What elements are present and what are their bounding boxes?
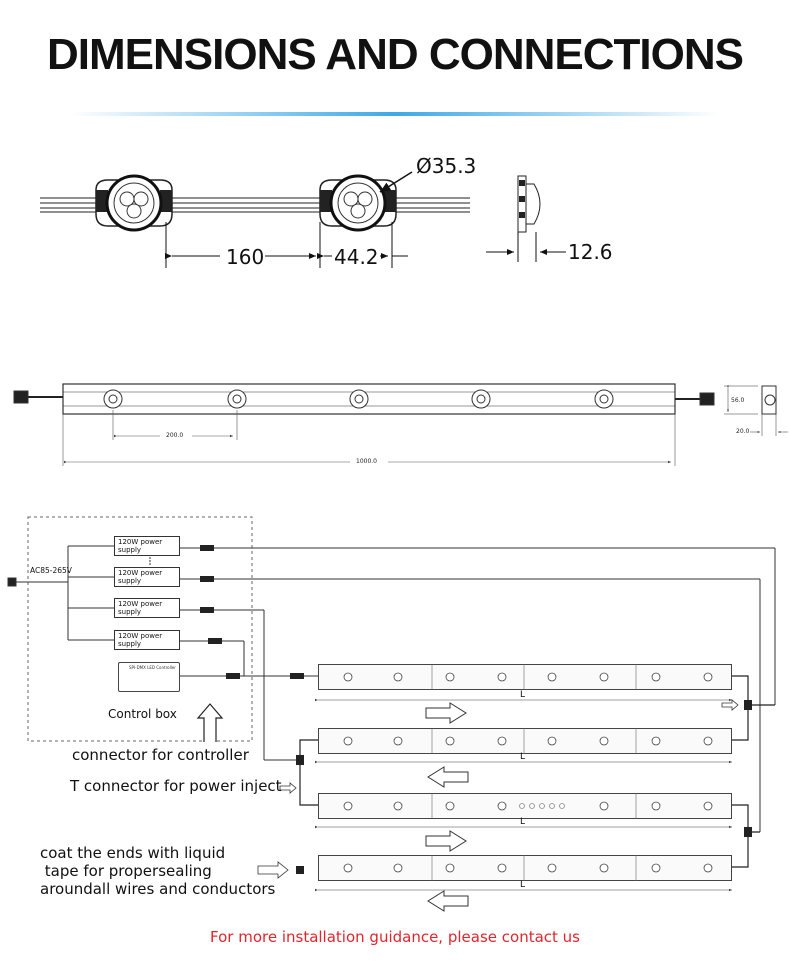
footer-contact-note: For more installation guidance, please c… <box>210 928 580 946</box>
height-label: 12.6 <box>568 240 613 264</box>
pixel-module-2 <box>319 174 397 232</box>
power-supply-2: 120W power supply <box>114 567 180 587</box>
spacing-label: 160 <box>226 245 265 269</box>
power-supply-1: 120W power supply <box>114 536 180 556</box>
connector-controller-label: connector for controller <box>72 746 249 764</box>
psu-4-line1: 120W power <box>118 632 163 640</box>
power-supply-4: 120W power supply <box>114 630 180 650</box>
control-enclosure <box>27 516 253 742</box>
coat-ends-line2: tape for propersealing <box>40 862 212 880</box>
page-title: DIMENSIONS AND CONNECTIONS <box>47 30 744 79</box>
side-view-module <box>486 175 566 262</box>
psu-1-line2: supply <box>118 546 142 554</box>
pixel-module-1 <box>95 174 173 232</box>
led-strip-4 <box>318 855 732 881</box>
pitch-label: 200.0 <box>166 432 184 439</box>
bar-pixels <box>103 389 614 409</box>
led-strip-1 <box>318 664 732 690</box>
controller-title: SPI-DMX LED Controller <box>129 665 176 670</box>
psu-1-line1: 120W power <box>118 538 163 546</box>
strip-3-length: L <box>520 817 526 827</box>
coat-ends-line1: coat the ends with liquid <box>40 844 226 862</box>
psu-2-line1: 120W power <box>118 569 163 577</box>
length-label: 1000.0 <box>356 458 377 465</box>
diameter-label: Ø35.3 <box>416 154 477 178</box>
strip-4-length: L <box>520 880 526 890</box>
led-controller: SPI-DMX LED Controller <box>118 662 180 692</box>
width-label: 44.2 <box>334 245 379 269</box>
psu-3-line1: 120W power <box>118 600 163 608</box>
coat-ends-line3: aroundall wires and conductors <box>40 880 276 898</box>
psu-3-line2: supply <box>118 608 142 616</box>
control-box-label: Control box <box>108 707 177 721</box>
strip-2-length: L <box>520 752 526 762</box>
led-strip-3 <box>318 793 732 819</box>
psu-2-line2: supply <box>118 577 142 585</box>
light-bar <box>13 383 788 436</box>
led-strip-2 <box>318 728 732 754</box>
power-supply-3: 120W power supply <box>114 598 180 618</box>
section-height-label: 56.0 <box>731 397 745 404</box>
title-underline <box>70 112 720 116</box>
input-voltage-label: AC85-265V <box>30 566 72 575</box>
psu-4-line2: supply <box>118 640 142 648</box>
t-connector-label: T connector for power inject <box>70 777 282 795</box>
section-depth-label: 20.0 <box>736 428 750 435</box>
strip-1-length: L <box>520 690 526 700</box>
